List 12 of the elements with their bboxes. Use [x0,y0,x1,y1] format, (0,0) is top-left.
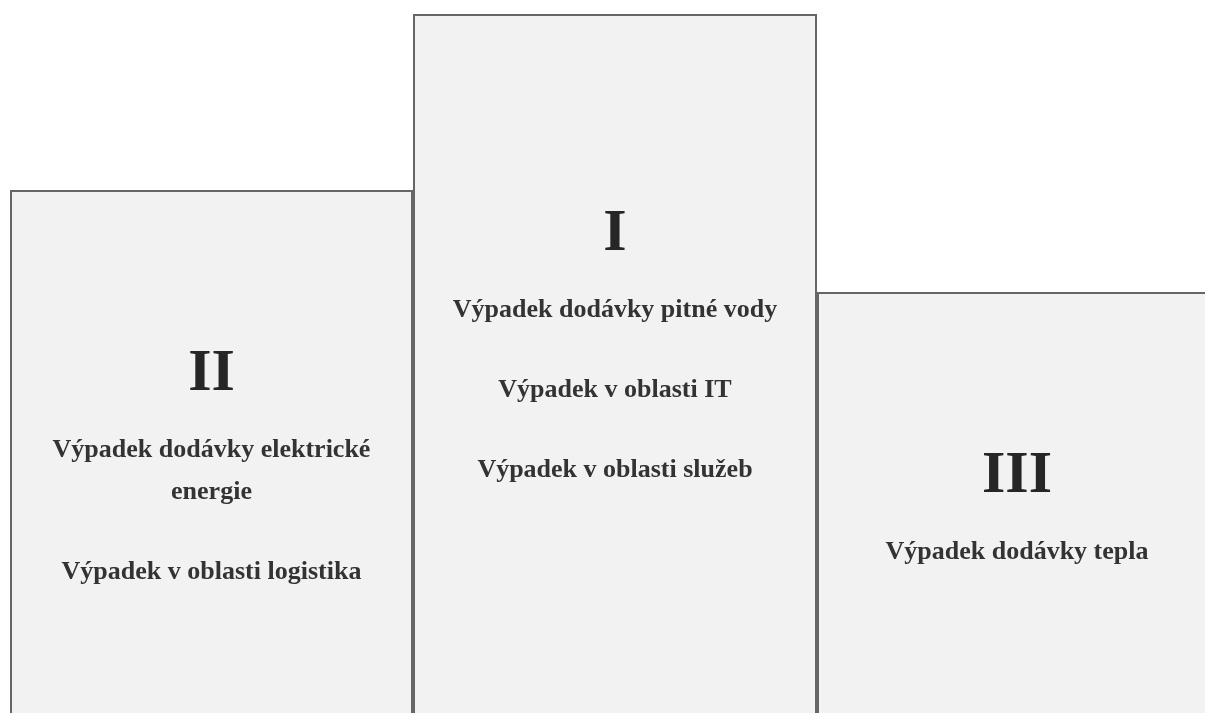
podium-box [413,14,817,713]
outage-text: Výpadek v oblasti IT [497,373,733,405]
rank-numeral: III [981,438,1053,507]
outage-text: Výpadek dodávky pitné vody [451,293,779,325]
outage-text: Výpadek v oblasti služeb [476,453,754,485]
outage-text: Výpadek dodávky tepla [884,535,1150,567]
rank-numeral: II [188,336,235,405]
outage-text: Výpadek v oblasti logistika [60,555,363,587]
outage-text: Výpadek dodávky elektrické energie [51,433,372,507]
podium-box [817,292,1205,713]
rank-numeral: I [603,196,627,265]
podium-box [10,190,413,713]
